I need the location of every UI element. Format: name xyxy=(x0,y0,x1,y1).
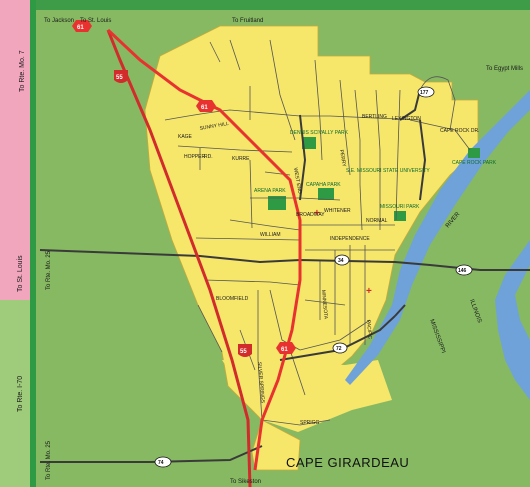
street-sprigg: SPRIGG xyxy=(300,420,320,426)
dennis-scivally-park xyxy=(302,137,316,149)
svg-text:61: 61 xyxy=(281,347,288,353)
mississippi-river xyxy=(345,90,530,385)
label-to-rte-mo25-upper: To Rte. Mo. 25 xyxy=(46,250,52,290)
interstate-55-shield-south: 55 xyxy=(238,344,252,357)
street-independence: INDEPENDENCE xyxy=(330,236,370,242)
street-bertling: BERTLING xyxy=(362,114,387,120)
park-label-arena: ARENA PARK xyxy=(254,188,286,194)
hospital-cross-west: + xyxy=(314,208,320,219)
street-west-end: WEST END xyxy=(292,167,303,194)
label-to-st-louis-side: To St. Louis xyxy=(17,255,24,292)
side-panel-green-lower xyxy=(0,300,30,487)
street-lexington: LEXINGTON xyxy=(392,116,421,122)
label-to-fruitland: To Fruitland xyxy=(232,18,263,24)
cape-rock-park xyxy=(468,148,480,158)
svg-text:74: 74 xyxy=(158,460,164,466)
park-label-missouri: MISSOURI PARK xyxy=(380,204,420,210)
route-61-shield-mid: 61 xyxy=(196,100,216,112)
us-route-61 xyxy=(106,28,302,471)
street-whitener: WHITENER xyxy=(324,208,351,214)
capaha-park xyxy=(318,188,334,200)
label-to-rte-mo7: To Rte. Mo. 7 xyxy=(19,50,26,92)
route-177-shield: 177 xyxy=(417,86,435,98)
street-perry: PERRY xyxy=(338,149,347,168)
park-label-se-missouri: S.E. MISSOURI STATE UNIVERSITY xyxy=(346,168,430,174)
street-broadway: BROADWAY xyxy=(296,212,325,218)
svg-text:61: 61 xyxy=(77,25,84,31)
svg-text:72: 72 xyxy=(336,346,342,352)
route-74-shield: 74 xyxy=(154,456,172,468)
label-to-jackson: To Jackson xyxy=(44,18,74,24)
svg-text:61: 61 xyxy=(201,105,208,111)
street-bloomfield: BLOOMFIELD xyxy=(216,296,249,302)
route-61-shield-north: 61 xyxy=(72,20,92,32)
street-minnesota: MINNESOTA xyxy=(320,290,329,320)
street-silver-springs: SILVER SPRINGS xyxy=(256,362,266,404)
park-label-dennis-scivally: DENNIS SCIVALLY PARK xyxy=(290,130,349,136)
city-limits-area xyxy=(144,25,479,471)
missouri-park xyxy=(394,211,406,221)
street-sunny-hill: SUNNY HILL xyxy=(199,121,229,132)
label-to-sikeston: To Sikeston xyxy=(230,479,261,485)
park-label-cape-rock: CAPE ROCK PARK xyxy=(452,160,497,166)
svg-text:55: 55 xyxy=(240,349,247,355)
label-to-rte-i70: To Rte. I-70 xyxy=(17,376,24,412)
street-normal: NORMAL xyxy=(366,218,388,224)
route-72-shield: 72 xyxy=(332,342,348,354)
route-61-shield-south: 61 xyxy=(276,342,296,354)
river-island xyxy=(442,245,480,320)
hospital-cross-east: + xyxy=(366,286,372,297)
arena-park xyxy=(268,196,286,210)
street-kage: KAGE xyxy=(178,134,193,140)
label-to-st-louis-top: To St. Louis xyxy=(80,18,111,24)
svg-text:146: 146 xyxy=(458,268,467,274)
street-pacific: PACIFIC xyxy=(365,320,373,340)
interstate-55-shield-north: 55 xyxy=(114,70,128,83)
map-title: CAPE GIRARDEAU xyxy=(286,455,409,470)
side-panel-pink xyxy=(0,0,30,300)
label-to-rte-mo25-lower: To Rte. Mo. 25 xyxy=(46,440,52,480)
svg-text:55: 55 xyxy=(116,75,123,81)
svg-text:177: 177 xyxy=(420,90,429,96)
river-east-channel xyxy=(495,240,530,400)
park-label-capaha: CAPAHA PARK xyxy=(306,182,341,188)
map-frame-top xyxy=(36,0,530,10)
street-william: WILLIAM xyxy=(260,232,281,238)
label-to-egypt-mills: To Egypt Mills xyxy=(486,66,523,72)
route-146-shield: 146 xyxy=(455,264,473,276)
svg-text:34: 34 xyxy=(338,258,344,264)
route-34-shield: 34 xyxy=(334,254,350,266)
street-rd: RD. xyxy=(204,154,213,160)
street-cape-rock-dr: CAPE ROCK DR. xyxy=(440,128,479,134)
street-hopper: HOPPER xyxy=(184,154,206,160)
street-kurre: KURRE xyxy=(232,156,250,162)
